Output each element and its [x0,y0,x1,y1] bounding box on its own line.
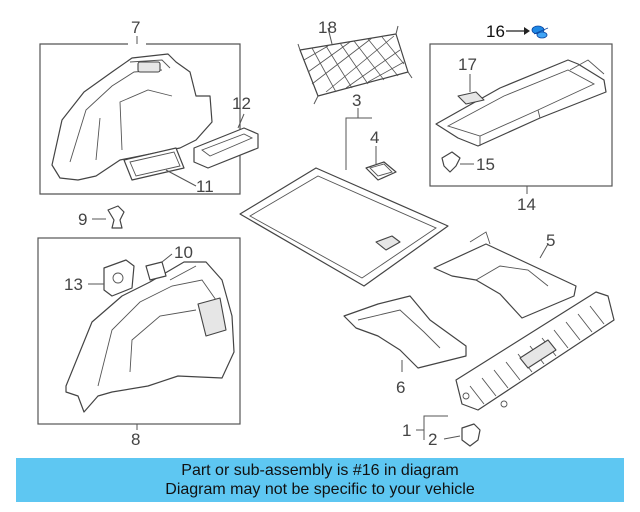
callout-4[interactable]: 4 [370,128,379,147]
callout-14[interactable]: 14 [517,195,536,214]
group-7-box: 7 [39,18,241,195]
callout-11[interactable]: 11 [196,177,214,196]
callout-3-leader: 3 [345,91,372,170]
callout-6[interactable]: 6 [396,378,405,397]
part-11-storage-lid[interactable]: 11 [123,147,214,196]
part-2-clip[interactable]: 2 [428,423,481,449]
part-5-deck-board[interactable]: 5 [433,231,577,319]
callout-16[interactable]: 16 [486,22,505,41]
part-4-cover[interactable]: 4 [365,128,397,181]
part-10-bracket[interactable]: 10 [145,243,193,281]
callout-9[interactable]: 9 [78,210,87,229]
callout-2[interactable]: 2 [428,430,437,449]
part-3-floor-mat[interactable] [239,167,449,287]
callout-5[interactable]: 5 [546,231,555,250]
part-6-floor-panel[interactable]: 6 [343,295,467,397]
part-18-cargo-net[interactable]: 18 [297,18,413,105]
callout-18[interactable]: 18 [318,18,337,37]
left-quarter-trim-lower[interactable] [65,261,235,413]
fastener-16-icon [531,25,549,39]
callout-15[interactable]: 15 [476,155,495,174]
tonneau-cover-assembly[interactable] [435,59,607,147]
part-15-clip[interactable]: 15 [441,151,495,174]
callout-3[interactable]: 3 [352,91,361,110]
callout-17[interactable]: 17 [458,55,477,74]
part-17-pad[interactable]: 17 [457,55,485,105]
part-1-scuff-plate[interactable] [455,291,615,411]
info-banner: Part or sub-assembly is #16 in diagram D… [16,458,624,502]
banner-line-2: Diagram may not be specific to your vehi… [165,481,475,498]
group-14-box: 14 [429,43,613,214]
banner-line-1: Part or sub-assembly is #16 in diagram [181,462,459,479]
callout-1[interactable]: 1 [402,421,411,440]
callout-10[interactable]: 10 [174,243,193,262]
callout-8[interactable]: 8 [131,430,140,449]
callout-12[interactable]: 12 [232,94,251,113]
callout-1-leader: 1 [402,415,448,440]
callout-7[interactable]: 7 [131,18,140,37]
part-9-clip[interactable]: 9 [78,205,125,229]
part-12-storage-tray[interactable]: 12 [193,94,259,169]
callout-13[interactable]: 13 [64,275,83,294]
part-13-bracket[interactable]: 13 [64,259,135,297]
group-8-box: 8 [37,237,241,449]
part-16-highlight[interactable]: 16 [486,22,549,41]
